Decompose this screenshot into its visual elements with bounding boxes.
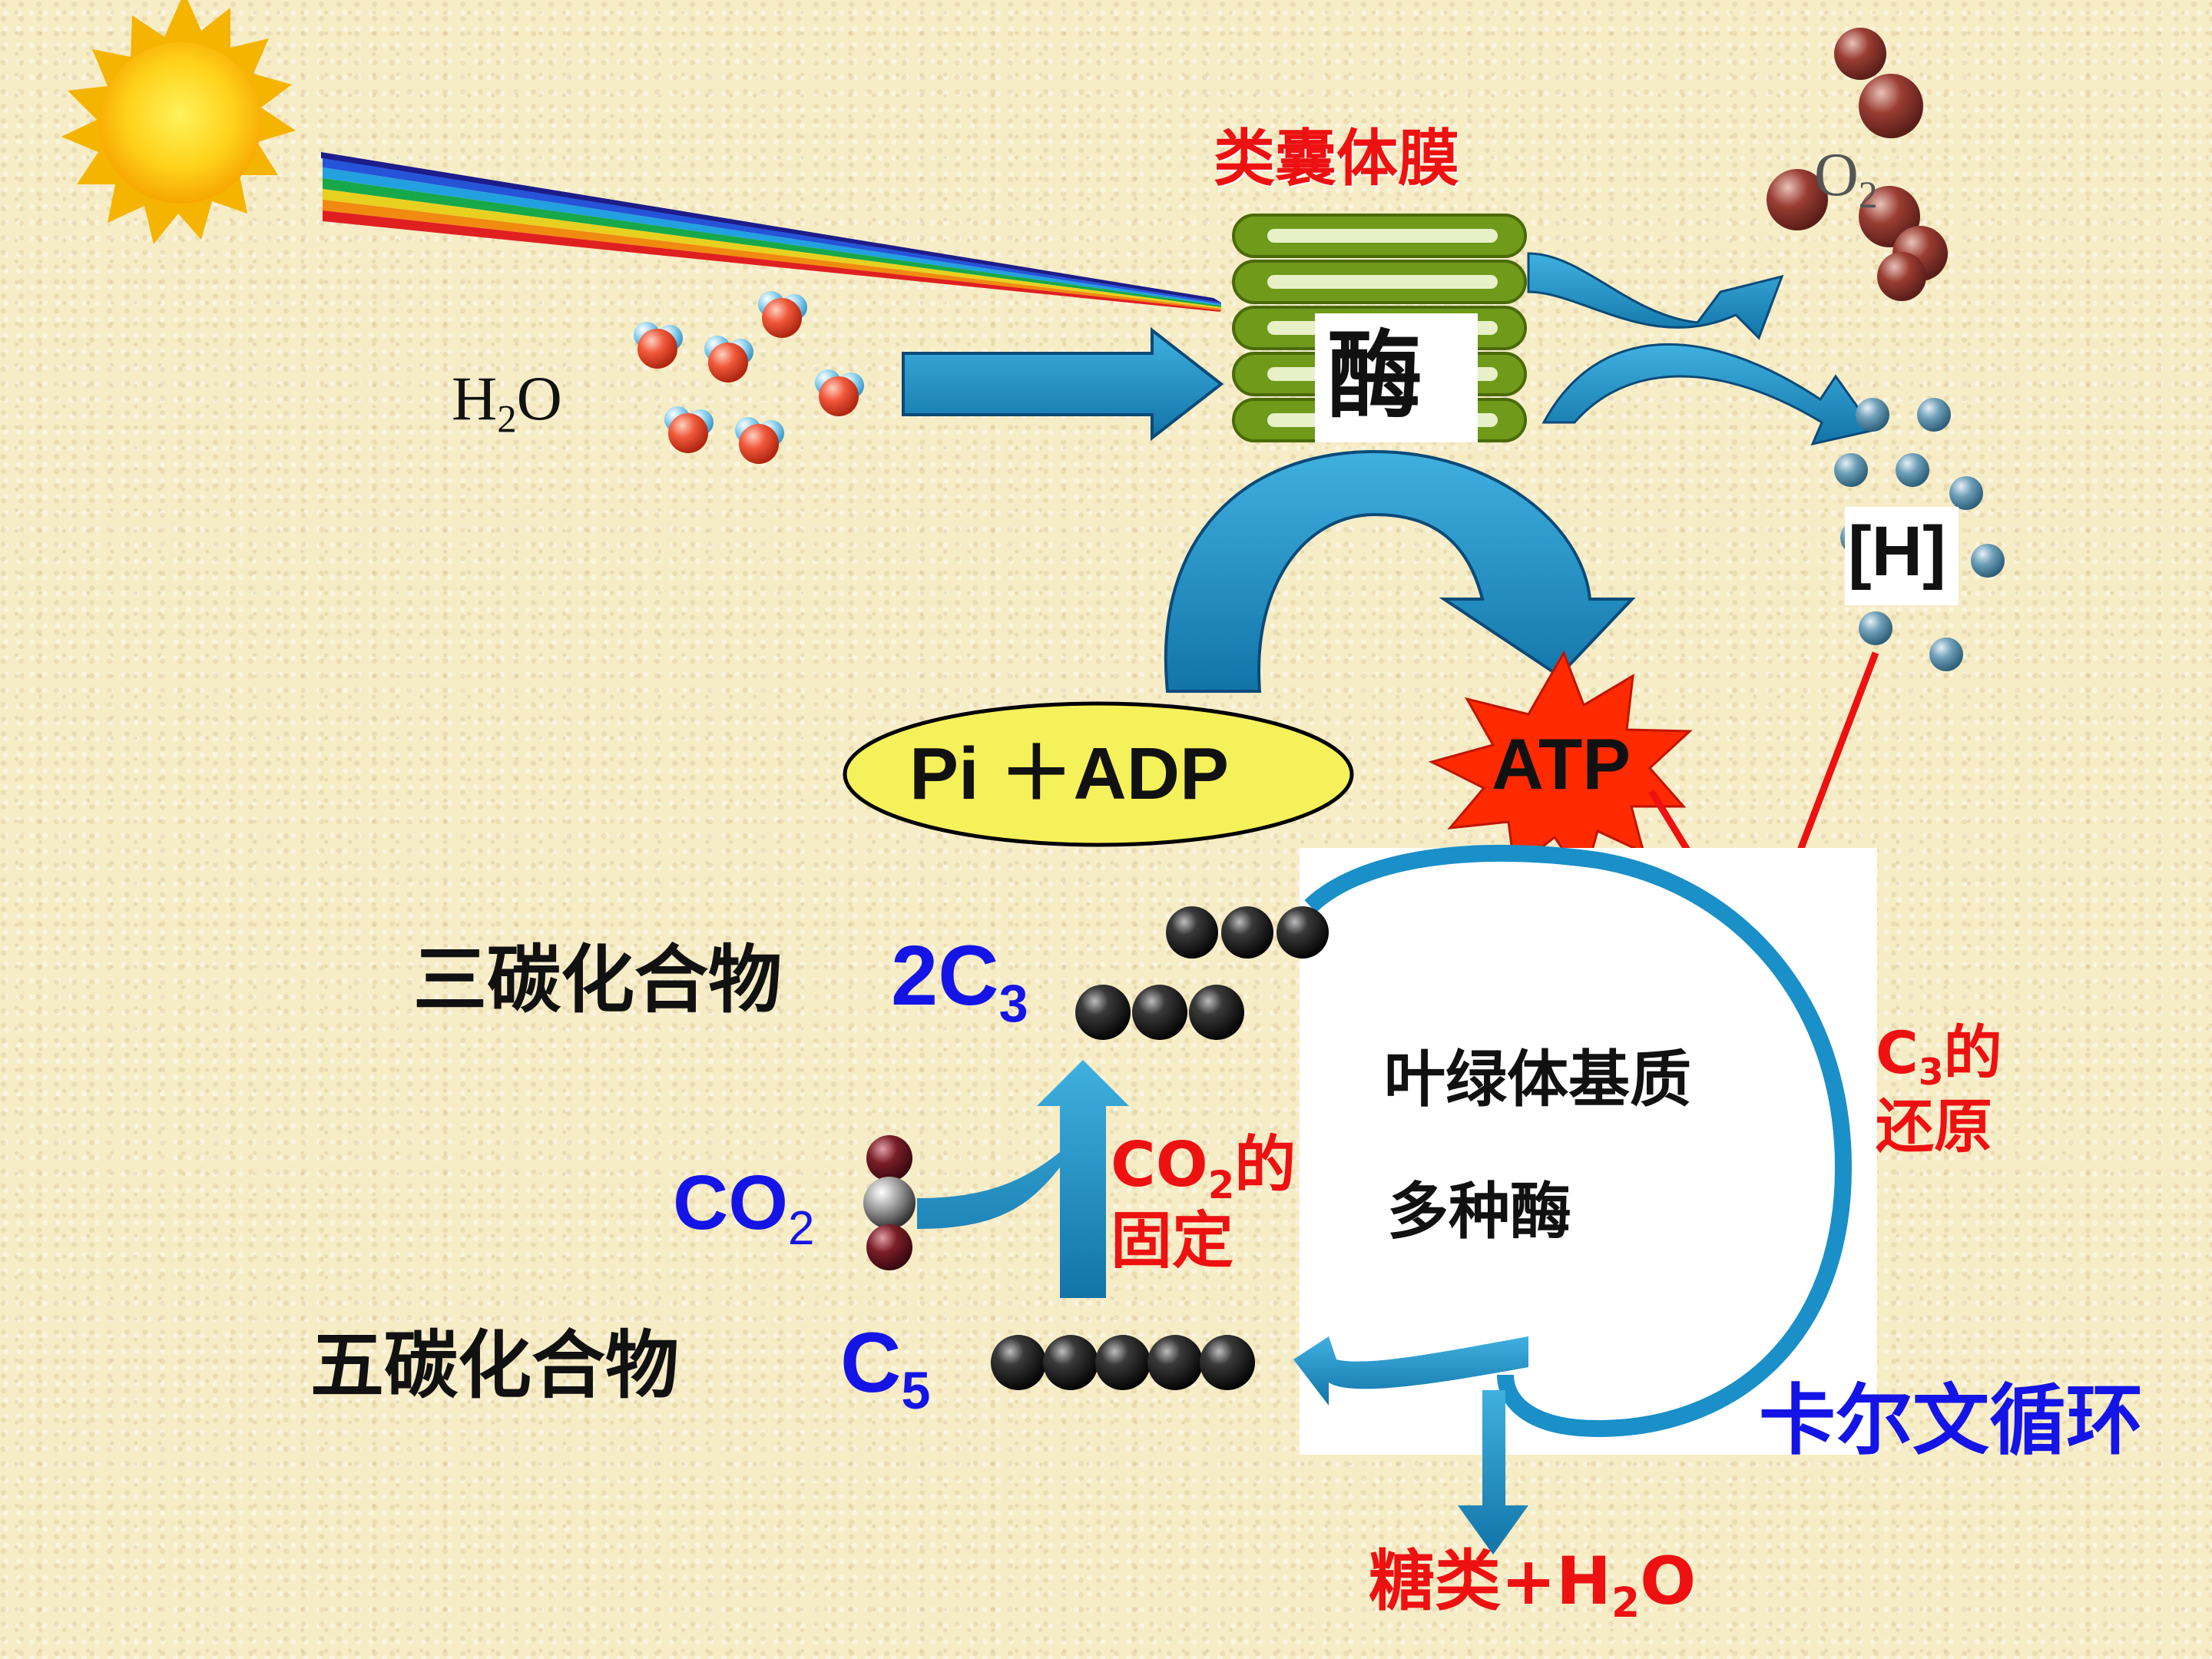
calvin-cycle-label: 卡尔文循环	[1759, 1376, 2143, 1465]
c3-reduction-label: C3的 还原	[1876, 1018, 2002, 1161]
c3-molecules	[1075, 906, 1329, 1040]
atp-label: ATP	[1492, 724, 1631, 804]
co2-fixation-label: CO2的 固定	[1111, 1129, 1296, 1277]
hydrogen-label: [H]	[1848, 512, 1946, 591]
sugar-output-arrow	[1458, 1390, 1528, 1555]
enzyme-label: 酶	[1327, 321, 1423, 432]
co2-molecule	[863, 1135, 916, 1270]
enzymes-label: 多种酶	[1387, 1176, 1571, 1247]
stroma-label: 叶绿体基质	[1384, 1044, 1691, 1115]
co2-label: CO2	[673, 1160, 815, 1255]
products-label: 糖类+H2O	[1369, 1543, 1697, 1628]
calvin-to-c5-arrow	[1293, 1336, 1528, 1406]
c5-symbol-label: C5	[840, 1316, 931, 1420]
c5-name-label: 五碳化合物	[310, 1323, 679, 1409]
c5-molecules	[991, 1335, 1255, 1390]
c3-symbol-label: 2C3	[891, 929, 1028, 1033]
pi-adp-oval	[843, 701, 1354, 847]
pi-adp-label: Pi ＋ADP	[909, 733, 1230, 815]
sun-icon	[61, 0, 296, 244]
water-to-thylakoid-arrow	[902, 326, 1224, 442]
enzyme-label-box	[1315, 313, 1478, 442]
water-label: H2O	[452, 363, 562, 441]
oxygen-molecules	[1767, 28, 1948, 301]
thylakoid-to-oxygen-arrow	[1527, 252, 1784, 340]
light-rays	[321, 152, 1221, 312]
oxygen-label: O2	[1814, 141, 1878, 216]
thylakoid-label: 类囊体膜	[1214, 122, 1459, 194]
co2-fixation-arrow	[917, 1060, 1129, 1298]
adp-to-atp-arrow	[1164, 449, 1636, 693]
water-molecules	[634, 291, 864, 464]
c3-name-label: 三碳化合物	[413, 937, 782, 1023]
hydrogen-label-box	[1845, 507, 1959, 605]
calvin-cycle-ring	[1304, 844, 1853, 1438]
thylakoid-to-hydrogen-arrow	[1541, 343, 1876, 446]
